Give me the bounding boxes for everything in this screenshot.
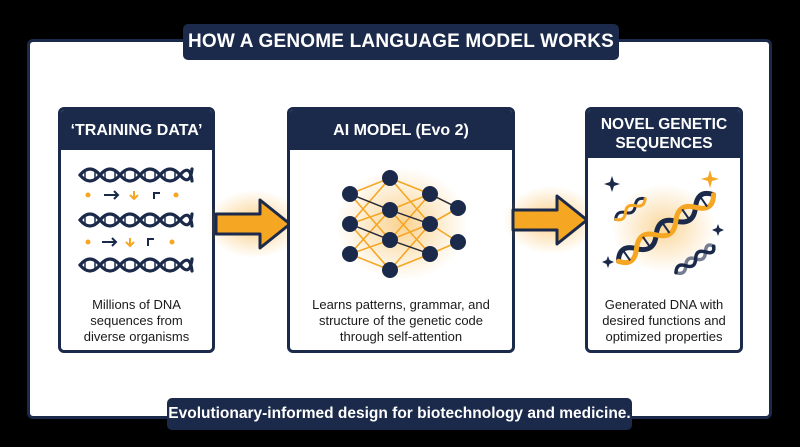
- generated-dna-icon: [602, 170, 724, 276]
- dna-helix-small-2: [674, 243, 716, 276]
- panel-training-data-heading-text: ‘TRAINING DATA’: [70, 121, 203, 139]
- panel-novel-sequences-description: Generated DNA with desired functions and…: [602, 297, 726, 344]
- diagram-footer: Evolutionary-informed design for biotech…: [167, 398, 632, 430]
- panel-ai-model-description: Learns patterns, grammar, and structure …: [312, 297, 490, 344]
- dna-helix-main: [615, 190, 717, 266]
- dna-strand-1: [78, 167, 194, 183]
- arrow-right-icon: [503, 186, 599, 254]
- sequence-markers-2: [85, 237, 175, 248]
- sequence-markers-1: [85, 190, 179, 201]
- sparkle-icons: [602, 170, 724, 268]
- diagram-footer-text: Evolutionary-informed design for biotech…: [168, 405, 631, 422]
- diagram-title-text: HOW A GENOME LANGUAGE MODEL WORKS: [187, 31, 614, 52]
- panel-training-data: ‘TRAINING DATA’: [58, 107, 215, 353]
- panel-training-data-heading: ‘TRAINING DATA’: [61, 110, 212, 150]
- dna-strand-3: [78, 257, 194, 273]
- arrow-right-icon: [206, 190, 302, 258]
- panel-novel-sequences-heading-text: NOVEL GENETIC SEQUENCES: [600, 116, 728, 152]
- panel-ai-model-heading-text: AI MODEL (Evo 2): [333, 121, 469, 139]
- dna-strand-2: [78, 212, 194, 228]
- panel-ai-model: AI MODEL (Evo 2) Learns patt: [287, 107, 515, 353]
- neural-network-icon: [336, 168, 468, 280]
- panel-novel-sequences: NOVEL GENETIC SEQUENCES: [585, 107, 743, 353]
- panel-novel-sequences-heading: NOVEL GENETIC SEQUENCES: [588, 110, 740, 158]
- panel-training-data-description: Millions of DNA sequences from diverse o…: [83, 297, 190, 344]
- panel-ai-model-heading: AI MODEL (Evo 2): [290, 110, 512, 150]
- diagram-title: HOW A GENOME LANGUAGE MODEL WORKS: [183, 24, 619, 60]
- dna-helix-small-1: [614, 196, 647, 222]
- dna-strands-icon: [78, 167, 194, 273]
